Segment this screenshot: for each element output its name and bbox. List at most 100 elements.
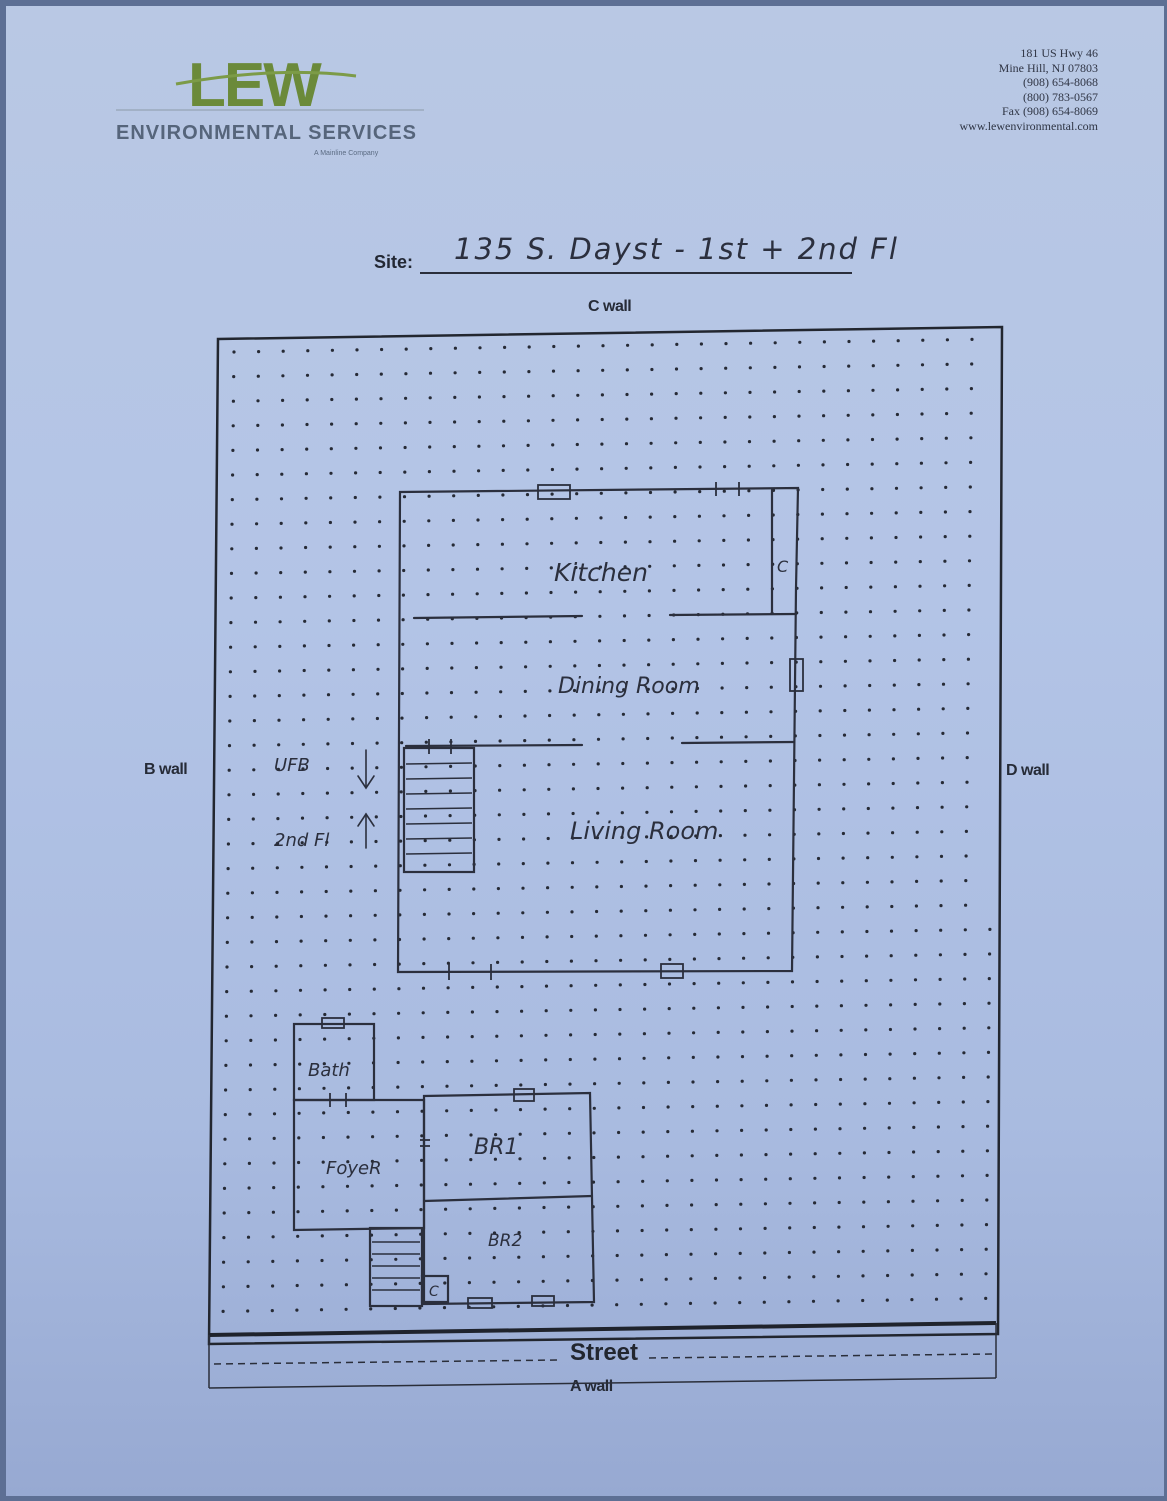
house-upper-floor-outline — [396, 486, 800, 974]
grid-dot — [599, 540, 603, 545]
grid-dot — [524, 591, 529, 595]
grid-dot — [518, 1108, 523, 1112]
grid-dot — [448, 814, 452, 818]
grid-dot — [820, 586, 824, 590]
grid-dot — [819, 635, 823, 639]
grid-dot — [251, 817, 255, 821]
grid-dot — [468, 1182, 473, 1186]
grid-dot — [377, 593, 381, 598]
grid-dot — [861, 1298, 865, 1303]
grid-dot — [920, 387, 924, 391]
grid-dot — [738, 1227, 743, 1231]
grid-dot — [715, 1129, 719, 1133]
grid-dot — [917, 658, 921, 662]
grid-dot — [400, 741, 404, 745]
grid-dot — [896, 388, 900, 392]
grid-dot — [303, 570, 307, 574]
grid-dot — [277, 718, 281, 722]
grid-dot — [742, 956, 746, 960]
grid-dot — [767, 907, 771, 911]
grid-dot — [592, 1155, 596, 1160]
grid-dot — [615, 1229, 620, 1233]
grid-dot — [617, 1057, 622, 1061]
grid-dot — [227, 744, 232, 748]
document-sheet: LEW ENVIRONMENTAL SERVICES A Mainline Co… — [6, 6, 1164, 1496]
grid-dot — [402, 495, 407, 499]
grid-dot — [865, 905, 869, 909]
grid-dot — [721, 563, 726, 567]
grid-dot — [964, 879, 968, 883]
grid-dot — [404, 372, 408, 376]
grid-dot — [695, 760, 699, 764]
grid-dot — [231, 424, 235, 428]
grid-dot — [593, 1032, 597, 1037]
company-logo: LEW ENVIRONMENTAL SERVICES A Mainline Co… — [106, 46, 436, 166]
grid-dot — [911, 1224, 915, 1228]
grid-dot — [616, 1204, 620, 1208]
grid-dot — [962, 1051, 966, 1055]
grid-dot — [615, 1253, 619, 1258]
grid-dot — [870, 462, 874, 466]
grid-dot — [346, 1110, 350, 1115]
grid-dot — [274, 989, 278, 993]
grid-dot — [322, 1062, 326, 1066]
grid-dot — [939, 904, 943, 908]
grid-dot — [393, 1306, 397, 1311]
grid-dot — [773, 365, 777, 369]
grid-dot — [764, 1103, 769, 1107]
grid-dot — [984, 1296, 988, 1300]
grid-dot — [523, 714, 527, 718]
grid-dot — [743, 833, 747, 837]
grid-dot — [937, 1051, 941, 1055]
stair-arrows — [357, 749, 375, 849]
grid-dot — [674, 367, 679, 371]
grid-dot — [916, 732, 920, 736]
street-band: Street — [208, 1321, 997, 1389]
grid-dot — [567, 1180, 571, 1185]
grid-dot — [694, 834, 698, 838]
grid-dot — [444, 1183, 448, 1187]
grid-dot — [527, 394, 531, 398]
grid-dot — [839, 1004, 844, 1008]
grid-dot — [247, 1186, 251, 1190]
grid-dot — [453, 346, 457, 350]
grid-dot — [871, 413, 875, 417]
grid-dot — [649, 466, 653, 470]
grid-dot — [968, 485, 972, 489]
grid-dot — [668, 908, 673, 912]
grid-dot — [599, 516, 603, 520]
grid-dot — [642, 1032, 647, 1036]
grid-dot — [502, 370, 506, 374]
grid-dot — [644, 884, 648, 888]
grid-dot — [692, 957, 697, 961]
grid-dot — [870, 487, 874, 491]
grid-dot — [918, 560, 922, 564]
grid-dot — [984, 1272, 988, 1276]
grid-dot — [812, 1275, 816, 1279]
grid-dot — [402, 519, 406, 523]
grid-dot — [330, 373, 334, 377]
grid-dot — [325, 816, 329, 820]
grid-dot — [913, 1027, 917, 1031]
grid-dot — [394, 1257, 398, 1261]
grid-dot — [893, 585, 898, 589]
grid-dot — [353, 520, 357, 524]
grid-dot — [302, 668, 306, 673]
grid-dot — [500, 591, 504, 596]
grid-dot — [494, 1059, 499, 1063]
grid-dot — [254, 596, 258, 600]
grid-dot — [449, 764, 453, 769]
grid-dot — [911, 1199, 915, 1203]
grid-dot — [768, 784, 772, 788]
grid-dot — [846, 413, 850, 417]
grid-dot — [246, 1260, 250, 1264]
grid-dot — [574, 565, 578, 570]
grid-dot — [716, 1080, 720, 1084]
grid-dot — [690, 1129, 695, 1133]
grid-dot — [351, 692, 355, 696]
grid-dot — [271, 1235, 275, 1239]
grid-dot — [915, 879, 919, 884]
grid-dot — [351, 668, 355, 672]
grid-dot — [299, 914, 303, 919]
grid-dot — [770, 661, 774, 665]
